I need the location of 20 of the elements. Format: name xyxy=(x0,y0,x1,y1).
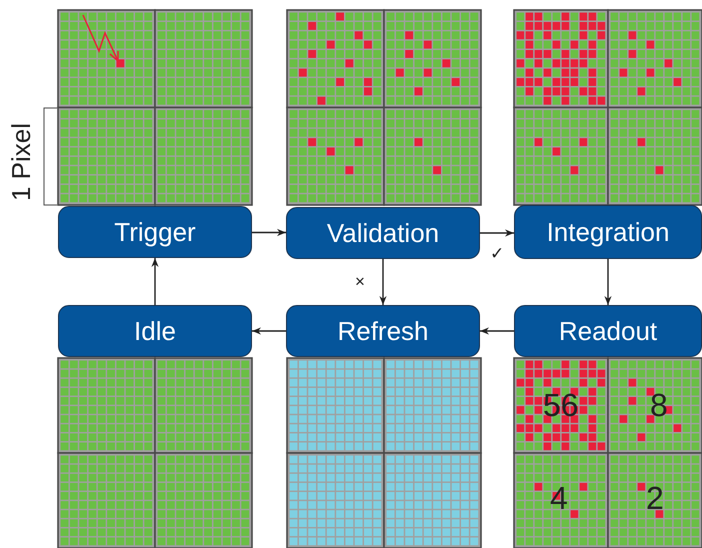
arrow xyxy=(480,327,514,335)
arrow xyxy=(604,259,612,305)
state-label: Trigger xyxy=(114,216,196,248)
process-box xyxy=(286,305,480,357)
dimension-label: 1 Pixel xyxy=(8,122,34,204)
state-label: Refresh xyxy=(337,316,429,346)
state-label: Idle xyxy=(134,316,176,346)
process-box xyxy=(286,207,480,259)
arrow xyxy=(480,229,514,237)
process-box xyxy=(58,206,252,258)
state-label: Validation xyxy=(326,218,440,248)
arrow xyxy=(252,327,286,335)
state-label: Integration xyxy=(546,216,670,248)
state-label: Readout xyxy=(558,316,658,346)
arrow xyxy=(379,259,387,305)
process-box xyxy=(514,205,702,259)
arrow xyxy=(151,258,159,305)
arrow xyxy=(252,228,286,236)
process-box xyxy=(58,305,252,357)
process-box xyxy=(514,305,702,357)
